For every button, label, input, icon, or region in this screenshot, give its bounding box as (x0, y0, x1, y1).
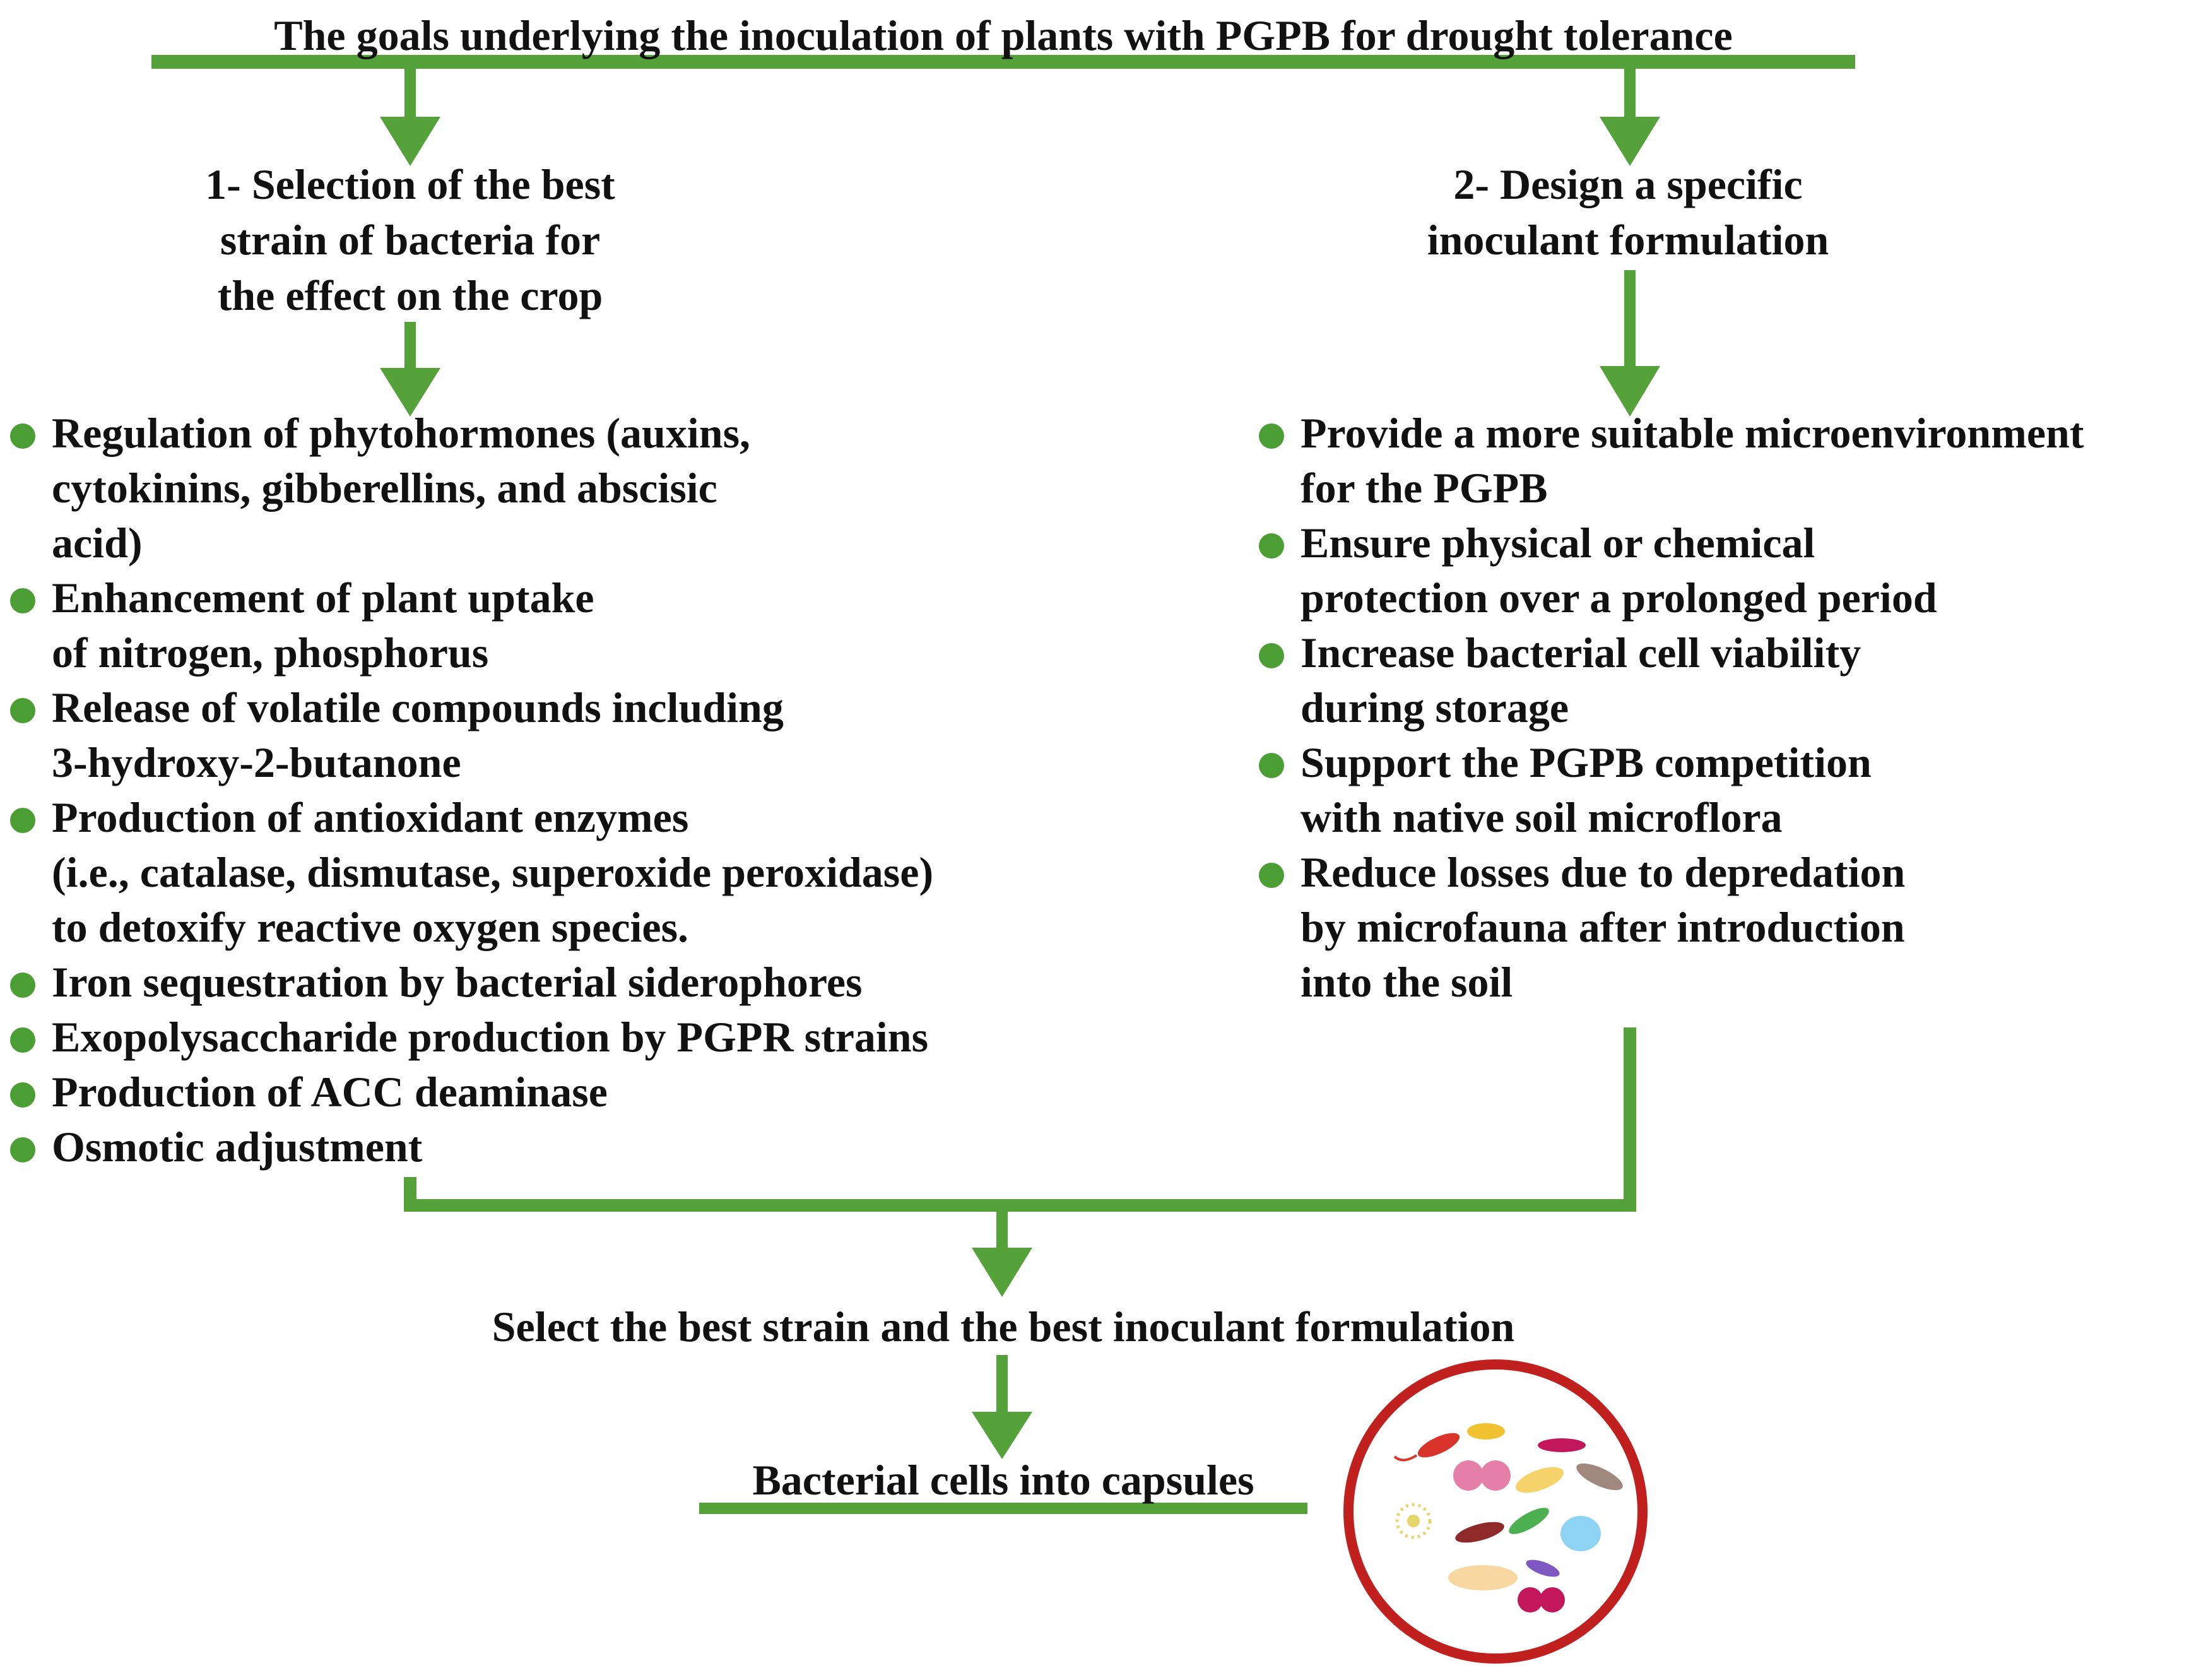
bullet-dot-icon (10, 1027, 35, 1053)
bullet-dot-icon (10, 1082, 35, 1108)
list-item: Osmotic adjustment (10, 1120, 1146, 1174)
bullet-dot-icon (10, 423, 35, 449)
bullet-dot-icon (10, 698, 35, 723)
arrow-title-to-branch2 (1600, 68, 1660, 166)
list-item-text: Release of volatile compounds including (52, 683, 784, 731)
list-item: Enhancement of plant uptake of nitrogen, … (10, 571, 1146, 680)
heading-line: 1- Selection of the best (205, 160, 615, 208)
list-item: Ensure physical or chemical protection ov… (1259, 516, 2205, 625)
heading-line: inoculant formulation (1427, 216, 1829, 264)
bullet-dot-icon (10, 1137, 35, 1162)
list-item-text: acid) (52, 519, 143, 567)
list-item: Increase bacterial cell viability during … (1259, 625, 2205, 735)
bullet-dot-icon (10, 973, 35, 998)
list-item-text: protection over a prolonged period (1301, 574, 1937, 622)
bacteria-capsule-image (1343, 1359, 1648, 1664)
list-item-text: Reduce losses due to depredation (1301, 848, 1906, 896)
heading-line: the effect on the crop (217, 271, 603, 319)
list-item-text: Regulation of phytohormones (auxins, (52, 409, 751, 457)
list-item-text: Increase bacterial cell viability (1301, 629, 1861, 677)
list-item-text: Support the PGPB competition (1301, 738, 1872, 786)
heading-line: 2- Design a specific (1453, 160, 1803, 208)
list-item-text: Exopolysaccharide production by PGPR str… (52, 1013, 929, 1061)
branch2-heading: 2- Design a specific inoculant formulatio… (1312, 157, 1944, 268)
list-item-text: for the PGPB (1301, 464, 1548, 512)
bacteria-illustration (1393, 1423, 1623, 1612)
list-item: Reduce losses due to depredation by micro… (1259, 845, 2205, 1010)
list-item: Production of antioxidant enzymes (i.e., … (10, 790, 1146, 955)
list-item: Support the PGPB competition with native … (1259, 735, 2205, 845)
list-item-text: during storage (1301, 683, 1569, 731)
capsule-label: Bacterial cells into capsules (752, 1456, 1254, 1504)
bullet-dot-icon (1259, 423, 1284, 449)
list-item: Iron sequestration by bacterial sideroph… (10, 955, 1146, 1010)
bullet-dot-icon (1259, 753, 1284, 778)
list-item-text: of nitrogen, phosphorus (52, 629, 489, 677)
list-item-text: Osmotic adjustment (52, 1123, 423, 1171)
list-item-text: by microfauna after introduction (1301, 903, 1905, 951)
bullet-dot-icon (1259, 863, 1284, 888)
arrow-merge-to-select (972, 1212, 1032, 1297)
bullet-dot-icon (10, 588, 35, 613)
select-best-text: Select the best strain and the best inoc… (492, 1303, 1515, 1351)
list-item: Release of volatile compounds including 3… (10, 680, 1146, 790)
bullet-dot-icon (1259, 643, 1284, 668)
strain-selection-effects-list: Regulation of phytohormones (auxins, cyto… (10, 406, 1146, 1174)
list-item: Regulation of phytohormones (auxins, cyto… (10, 406, 1146, 571)
arrow-title-to-branch1 (380, 68, 440, 166)
branch1-heading: 1- Selection of the best strain of bacter… (95, 157, 726, 323)
list-item-text: to detoxify reactive oxygen species. (52, 903, 689, 951)
list-item-text: into the soil (1301, 958, 1513, 1006)
list-item-text: Enhancement of plant uptake (52, 574, 594, 622)
list-item-text: 3-hydroxy-2-butanone (52, 738, 461, 786)
list-item-text: Iron sequestration by bacterial sideroph… (52, 958, 863, 1006)
list-item-text: with native soil microflora (1301, 793, 1783, 841)
formulation-goals-list: Provide a more suitable microenvironment… (1259, 406, 2205, 1010)
list-item: Exopolysaccharide production by PGPR str… (10, 1010, 1146, 1065)
arrow-branch2-to-list (1600, 270, 1660, 417)
list-item-text: Production of antioxidant enzymes (52, 793, 689, 841)
list-item: Production of ACC deaminase (10, 1065, 1146, 1120)
arrow-branch1-to-list (380, 322, 440, 417)
list-item-text: Provide a more suitable microenvironment (1301, 409, 2084, 457)
list-item-text: (i.e., catalase, dismutase, superoxide p… (52, 848, 934, 896)
list-item: Provide a more suitable microenvironment… (1259, 406, 2205, 516)
list-item-text: cytokinins, gibberellins, and abscisic (52, 464, 717, 512)
capsule-circle (1343, 1359, 1648, 1664)
heading-line: strain of bacteria for (220, 216, 601, 264)
list-item-text: Ensure physical or chemical (1301, 519, 1815, 567)
bullet-dot-icon (1259, 533, 1284, 559)
arrow-select-to-capsules (972, 1355, 1032, 1459)
list-item-text: Production of ACC deaminase (52, 1068, 608, 1116)
diagram-title: The goals underlying the inoculation of … (274, 11, 1733, 59)
bullet-dot-icon (10, 808, 35, 833)
